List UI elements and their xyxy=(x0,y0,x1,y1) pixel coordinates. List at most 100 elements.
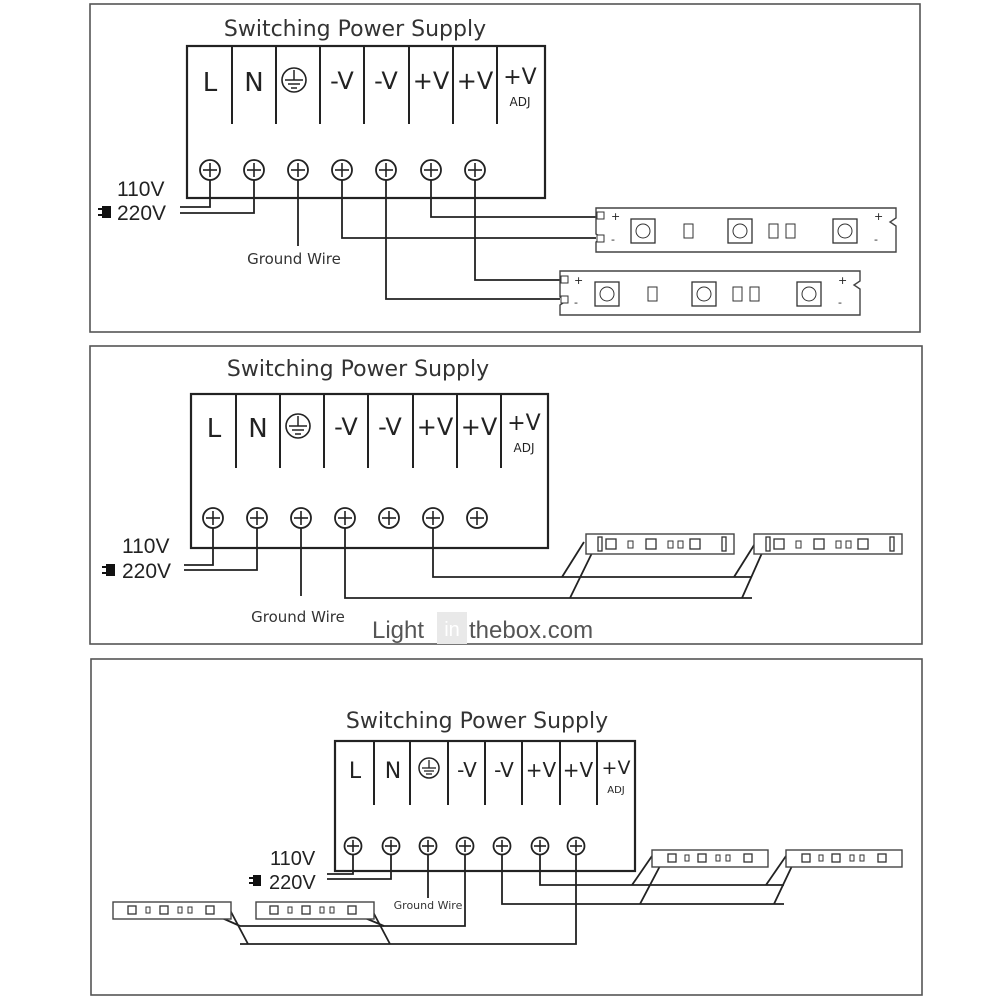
panel-3-wires xyxy=(221,855,793,945)
terminal-label-minus-v-1: -V xyxy=(457,758,477,782)
screw-icon xyxy=(290,507,312,529)
led-chip-icon xyxy=(594,281,620,307)
panel-3-dividers xyxy=(373,741,598,805)
terminal-label-minus-v-2: -V xyxy=(494,758,514,782)
terminal-label-plus-v-2: +V xyxy=(461,413,498,441)
panel-1-wires xyxy=(180,180,596,300)
panel-3-title: Switching Power Supply xyxy=(346,709,608,734)
screw-icon xyxy=(455,836,475,856)
earth-ground-icon xyxy=(285,413,311,439)
panel-2-terminal-labels: L N -V -V +V +V +V ADJ xyxy=(207,411,541,455)
ground-wire-label: Ground Wire xyxy=(251,608,345,626)
panel-2-dividers xyxy=(235,394,502,468)
panel-2-screws xyxy=(202,507,488,529)
panel-3-terminal-labels: L N -V -V +V +V +V ADJ xyxy=(349,757,631,796)
voltage-220v: 220V xyxy=(122,560,171,583)
earth-ground-icon xyxy=(281,67,307,93)
screw-icon xyxy=(464,159,486,181)
panel-1: Switching Power Supply L N -V -V +V xyxy=(89,3,921,333)
screw-icon xyxy=(422,507,444,529)
screw-icon xyxy=(331,159,353,181)
terminal-label-l: L xyxy=(349,759,362,784)
strip-minus-label: - xyxy=(874,233,878,246)
resistor-icon xyxy=(647,286,658,302)
strip-minus-label: - xyxy=(574,296,578,309)
voltage-220v: 220V xyxy=(117,202,166,225)
resistor-icon xyxy=(749,286,760,302)
strip-plus-label: + xyxy=(838,274,847,287)
led-strip xyxy=(753,533,903,555)
resistor-icon xyxy=(768,223,779,239)
watermark-middle: in xyxy=(444,619,460,641)
terminal-label-plus-v-2: +V xyxy=(563,758,594,782)
screw-icon xyxy=(199,159,221,181)
resistor-icon xyxy=(732,286,743,302)
panel-3: Switching Power Supply L N -V -V +V xyxy=(90,658,923,996)
plug-icon xyxy=(98,206,111,218)
screw-icon xyxy=(246,507,268,529)
resistor-icon xyxy=(683,223,694,239)
screw-icon xyxy=(243,159,265,181)
earth-ground-icon xyxy=(418,757,440,779)
panel-2: Switching Power Supply L N -V -V +V xyxy=(89,345,923,645)
ground-wire-label: Ground Wire xyxy=(247,250,341,268)
strip-plus-label: + xyxy=(611,210,620,223)
terminal-label-plus-v-2: +V xyxy=(457,67,494,95)
screw-icon xyxy=(378,507,400,529)
watermark: Light in thebox.com xyxy=(372,612,593,644)
terminal-label-plus-v-adj: +V xyxy=(503,65,536,90)
strip-plus-label: + xyxy=(574,274,583,287)
terminal-label-plus-v-adj: +V xyxy=(507,411,540,436)
terminal-label-n: N xyxy=(248,414,267,444)
panel-2-wires xyxy=(184,528,763,599)
screw-icon xyxy=(375,159,397,181)
terminal-label-plus-v-1: +V xyxy=(413,67,450,95)
led-chip-icon xyxy=(832,218,858,244)
plug-icon xyxy=(249,875,261,886)
terminal-label-n: N xyxy=(244,68,263,98)
terminal-label-plus-v-1: +V xyxy=(417,413,454,441)
plug-icon xyxy=(102,564,115,576)
panel-1-terminal-labels: L N -V -V +V +V +V ADJ xyxy=(203,65,537,109)
terminal-label-l: L xyxy=(203,68,218,98)
screw-icon xyxy=(287,159,309,181)
strip-minus-label: - xyxy=(838,296,842,309)
led-strip xyxy=(112,901,232,920)
voltage-110v: 110V xyxy=(270,848,316,870)
screw-icon xyxy=(343,836,363,856)
screw-icon xyxy=(381,836,401,856)
voltage-220v: 220V xyxy=(269,872,316,894)
terminal-label-minus-v-1: -V xyxy=(334,413,358,441)
terminal-label-minus-v-2: -V xyxy=(378,413,402,441)
adj-label: ADJ xyxy=(514,441,535,455)
panel-2-title: Switching Power Supply xyxy=(227,357,489,382)
led-chip-icon xyxy=(727,218,753,244)
terminal-label-minus-v-1: -V xyxy=(330,67,354,95)
watermark-in-box xyxy=(437,612,467,644)
strip-minus-label: - xyxy=(611,233,615,246)
terminal-label-plus-v-adj: +V xyxy=(602,757,631,779)
watermark-left: Light xyxy=(372,617,424,644)
watermark-right: thebox.com xyxy=(469,617,593,644)
terminal-label-n: N xyxy=(385,759,401,784)
screw-icon xyxy=(334,507,356,529)
led-strip xyxy=(785,849,903,868)
screw-icon xyxy=(466,507,488,529)
adj-label: ADJ xyxy=(607,785,625,796)
led-strip: + - + - xyxy=(559,270,861,316)
strip-plus-label: + xyxy=(874,210,883,223)
led-strip: + - + - xyxy=(595,207,897,253)
terminal-label-minus-v-2: -V xyxy=(374,67,398,95)
screw-icon xyxy=(202,507,224,529)
panel-3-screws xyxy=(343,836,586,856)
ground-wire-label: Ground Wire xyxy=(394,899,463,912)
led-strip xyxy=(255,901,375,920)
resistor-icon xyxy=(785,223,796,239)
adj-label: ADJ xyxy=(510,95,531,109)
led-chip-icon xyxy=(691,281,717,307)
led-strip xyxy=(651,849,769,868)
panel-1-title: Switching Power Supply xyxy=(224,17,486,42)
screw-icon xyxy=(530,836,550,856)
voltage-110v: 110V xyxy=(117,178,165,201)
